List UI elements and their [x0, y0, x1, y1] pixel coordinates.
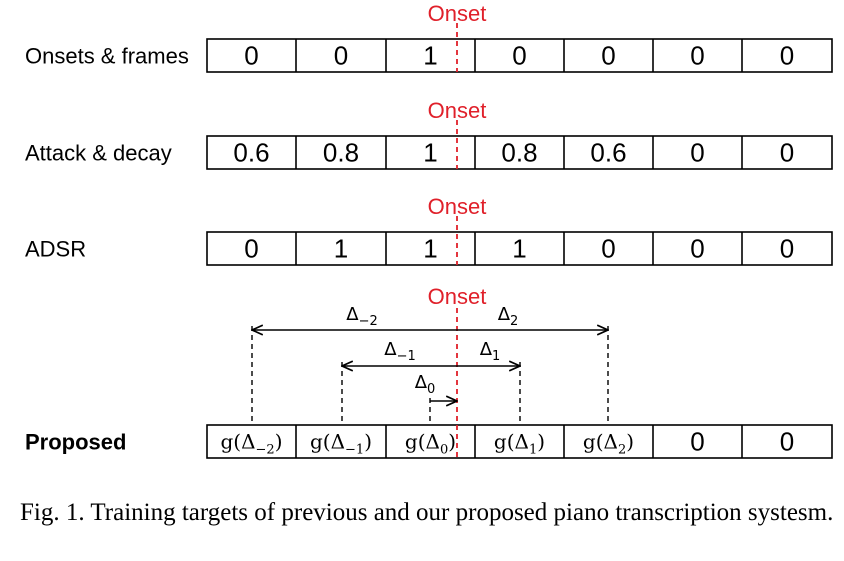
cell-value: 0 — [690, 138, 704, 168]
cell-value: 0 — [690, 427, 704, 457]
cell-target-function: g(Δ1) — [494, 430, 545, 458]
cell-value: 0 — [244, 234, 258, 264]
offset-label: Δ−2 — [346, 304, 378, 329]
offset-label: Δ−1 — [384, 339, 416, 364]
offset-label: Δ0 — [415, 372, 436, 397]
cell-target-function: g(Δ2) — [583, 430, 634, 458]
target-row-box — [206, 135, 833, 170]
row-label: Proposed — [25, 430, 126, 455]
onset-label: Onset — [428, 98, 487, 123]
target-row-box — [206, 231, 833, 266]
figure-caption: Fig. 1. Training targets of previous and… — [20, 499, 834, 526]
cell-value: 0 — [334, 41, 348, 71]
cell-value: 1 — [423, 41, 437, 71]
target-row-box — [206, 424, 833, 459]
cell-target-function: g(Δ0) — [405, 430, 456, 458]
cell-value: 0 — [244, 41, 258, 71]
cell-value: 1 — [423, 138, 437, 168]
onset-label: Onset — [428, 194, 487, 219]
cell-value: 0 — [780, 138, 794, 168]
cell-value: 0 — [512, 41, 526, 71]
cell-target-function: g(Δ−1) — [310, 430, 372, 458]
cell-value: 1 — [512, 234, 526, 264]
cell-value: 1 — [334, 234, 348, 264]
offset-label: Δ2 — [498, 304, 519, 329]
row-label: ADSR — [25, 237, 86, 262]
cell-value: 0 — [601, 41, 615, 71]
cell-value: 0 — [780, 427, 794, 457]
cell-value: 0.6 — [233, 138, 269, 168]
cell-value: 0.6 — [590, 138, 626, 168]
cell-value: 0.8 — [501, 138, 537, 168]
cell-value: 0.8 — [323, 138, 359, 168]
cell-value: 0 — [601, 234, 615, 264]
cell-value: 0 — [780, 234, 794, 264]
row-label: Onsets & frames — [25, 44, 189, 69]
cell-value: 0 — [690, 234, 704, 264]
cell-value: 0 — [690, 41, 704, 71]
cell-value: 1 — [423, 234, 437, 264]
target-row-box — [206, 38, 833, 73]
offset-label: Δ1 — [480, 339, 501, 364]
onset-label: Onset — [428, 1, 487, 26]
onset-label: Onset — [428, 284, 487, 309]
cell-target-function: g(Δ−2) — [220, 430, 282, 458]
cell-value: 0 — [780, 41, 794, 71]
row-label: Attack & decay — [25, 141, 172, 166]
